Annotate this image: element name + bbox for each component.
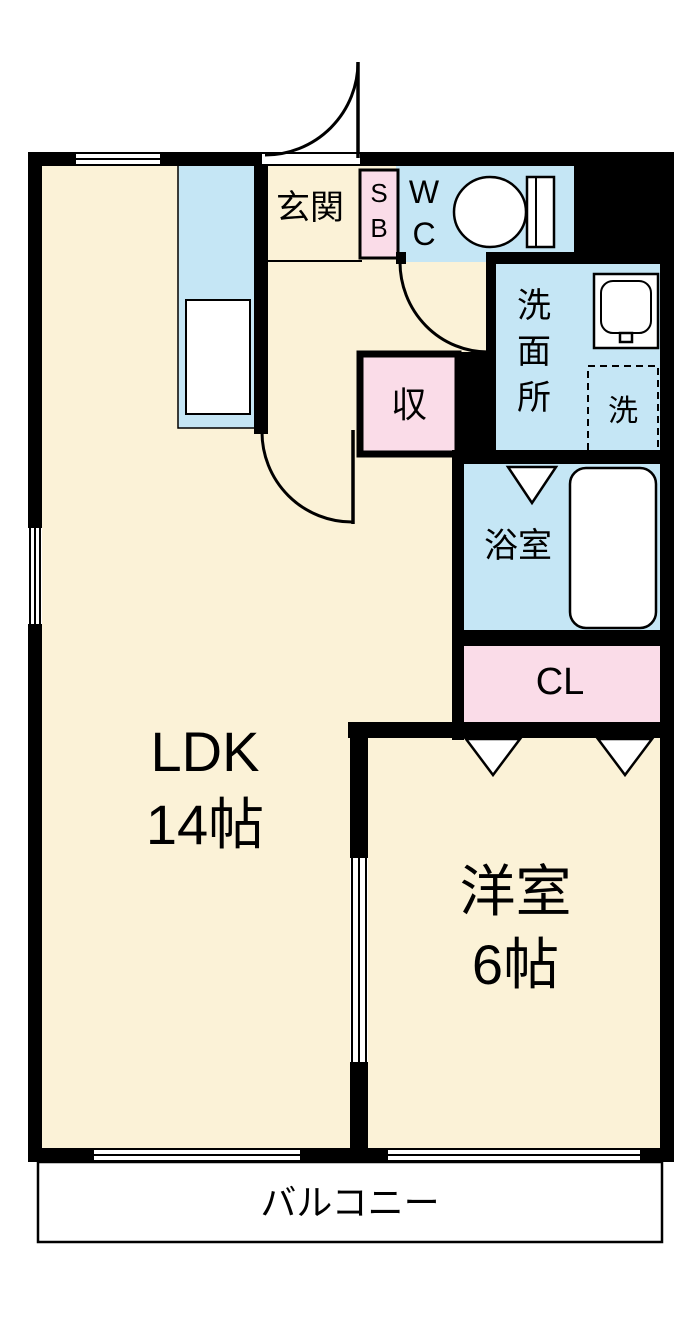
- wall-bathroom-top: [452, 450, 674, 464]
- bathroom-door-triangle: [505, 465, 559, 506]
- entrance-threshold: [262, 152, 360, 166]
- western-room-label: 洋室 6帖: [459, 860, 572, 996]
- kitchen-sink-icon: [185, 299, 251, 415]
- wall-wc-stub-right: [486, 252, 578, 264]
- balcony-outline: [36, 1160, 664, 1244]
- toilet-icon: [452, 175, 528, 249]
- vanity-faucet-icon: [618, 331, 634, 344]
- shoe-box-label: S B: [370, 178, 388, 244]
- storage-label: 収: [390, 384, 427, 425]
- washroom-label: 洗 面 所: [517, 287, 551, 417]
- washer-pan-icon: [587, 365, 659, 453]
- toilet-label: W C: [408, 174, 440, 252]
- wall-wc-stub-left: [396, 252, 406, 264]
- wall-bathroom-left: [452, 450, 464, 740]
- washroom-door-arc: [398, 261, 489, 354]
- wall-corner-block: [574, 152, 674, 264]
- bathroom-label: 浴室: [484, 527, 552, 565]
- closet-door-triangle-left: [463, 737, 523, 778]
- wall-outer-right: [660, 152, 674, 1162]
- wall-bedroom-top: [348, 722, 674, 738]
- closet-door-triangle-right: [595, 737, 655, 778]
- entrance-door-arc: [264, 61, 360, 157]
- wall-kitchen-hall: [254, 152, 268, 434]
- shoe-box: [358, 168, 400, 260]
- toilet-tank-icon: [525, 175, 556, 249]
- wall-bathroom-closet: [452, 630, 674, 646]
- balcony-label: バルコニー: [260, 1182, 440, 1223]
- ldk-label: LDK 14帖: [145, 720, 265, 856]
- ldk-door-arc: [260, 431, 353, 524]
- wall-hall-washroom: [486, 252, 496, 364]
- laundry-label: 洗: [608, 395, 638, 428]
- wall-storage-washroom: [458, 352, 496, 462]
- bathtub-icon: [568, 466, 658, 630]
- entrance-label: 玄関: [276, 189, 344, 227]
- closet-label: CL: [535, 661, 585, 703]
- wall-outer-left: [28, 152, 42, 1162]
